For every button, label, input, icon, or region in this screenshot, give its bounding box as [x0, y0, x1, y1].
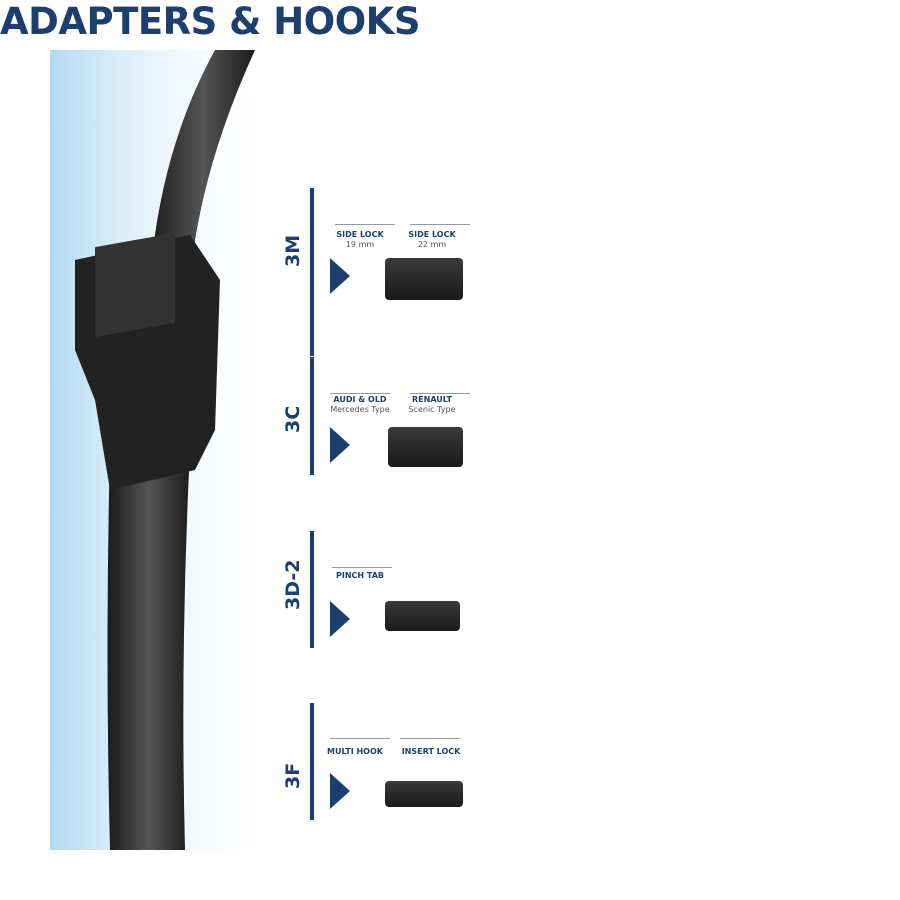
side-lock-22-drawing: [410, 188, 470, 225]
section-3d-2: 3D-2 PINCH TAB: [280, 531, 480, 651]
type-label: MULTI HOOK: [327, 747, 383, 756]
section-3f: 3F MULTI HOOK INSERT LOCK: [280, 703, 480, 823]
pinch-tab-drawing: [332, 531, 392, 568]
renault-drawing: [410, 357, 470, 394]
section-code: 3F: [282, 762, 304, 789]
adapter-3c-image: [388, 427, 463, 467]
divider: [310, 357, 314, 475]
triangle-icon: [330, 601, 350, 637]
section-code: 3C: [282, 405, 304, 433]
triangle-icon: [330, 427, 350, 463]
triangle-icon: [330, 773, 350, 809]
side-lock-19-drawing: [335, 188, 395, 225]
type-label: INSERT LOCK: [401, 747, 461, 756]
insert-lock-drawing: [400, 713, 460, 739]
adapter-3f-image: [385, 781, 463, 807]
divider: [310, 188, 314, 356]
adapter-3d-2-image: [385, 601, 460, 631]
section-code: 3M: [282, 234, 304, 267]
divider: [310, 531, 314, 648]
multi-hook-drawing: [330, 708, 390, 739]
type-label: PINCH TAB: [335, 571, 384, 580]
divider: [310, 703, 314, 820]
adapter-3m-image: [385, 258, 463, 300]
triangle-icon: [330, 258, 350, 294]
section-code: 3D-2: [282, 559, 304, 610]
page-title: ADAPTERS & HOOKS: [0, 0, 420, 43]
wiper-blade-photo: [50, 50, 280, 850]
audi-drawing: [330, 357, 390, 394]
